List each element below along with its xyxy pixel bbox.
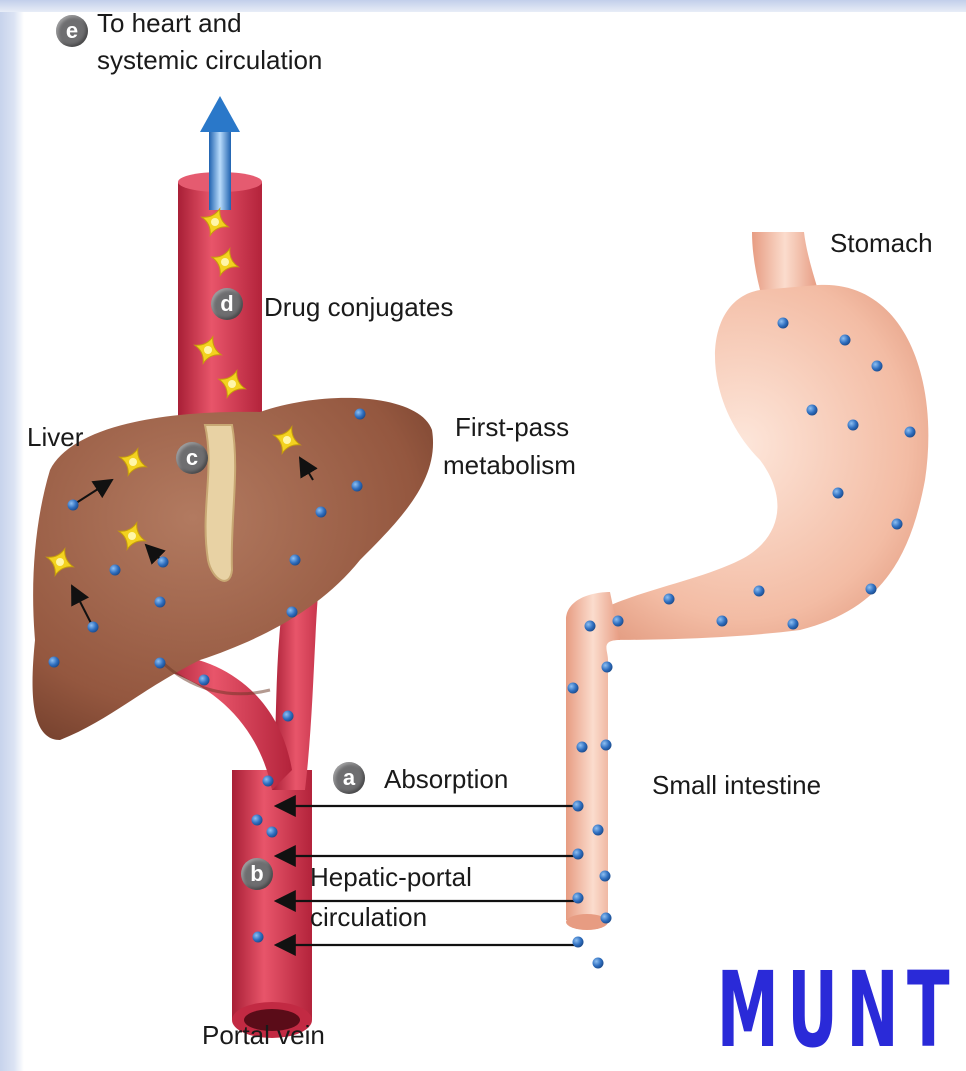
drug-particle bbox=[283, 711, 294, 722]
label-circulation: circulation bbox=[310, 900, 427, 934]
label-hepatic-portal: Hepatic-portal bbox=[310, 860, 472, 894]
drug-particle bbox=[68, 500, 79, 511]
stomach bbox=[566, 232, 928, 930]
drug-particle bbox=[252, 815, 263, 826]
badge-c: c bbox=[176, 442, 208, 474]
drug-particle bbox=[593, 958, 604, 969]
label-first-pass: First-pass bbox=[455, 410, 569, 444]
label-liver: Liver bbox=[27, 420, 83, 454]
label-systemic-circulation: systemic circulation bbox=[97, 43, 322, 77]
drug-particle bbox=[568, 683, 579, 694]
drug-particle bbox=[355, 409, 366, 420]
drug-particle bbox=[573, 893, 584, 904]
drug-particle bbox=[158, 557, 169, 568]
drug-particle bbox=[807, 405, 818, 416]
drug-particle bbox=[88, 622, 99, 633]
drug-particle bbox=[573, 937, 584, 948]
drug-particle bbox=[778, 318, 789, 329]
badge-e: e bbox=[56, 15, 88, 47]
drug-particle bbox=[613, 616, 624, 627]
label-metabolism: metabolism bbox=[443, 448, 576, 482]
badge-b: b bbox=[241, 858, 273, 890]
drug-particle bbox=[664, 594, 675, 605]
label-absorption: Absorption bbox=[384, 762, 508, 796]
drug-particle bbox=[905, 427, 916, 438]
drug-particle bbox=[840, 335, 851, 346]
drug-particle bbox=[754, 586, 765, 597]
drug-particle bbox=[155, 597, 166, 608]
drug-particle bbox=[833, 488, 844, 499]
drug-particle bbox=[593, 825, 604, 836]
drug-particle bbox=[601, 913, 612, 924]
label-portal-vein: Portal vein bbox=[202, 1018, 325, 1052]
drug-particle bbox=[290, 555, 301, 566]
label-small-intestine: Small intestine bbox=[652, 768, 821, 802]
drug-particle bbox=[848, 420, 859, 431]
drug-particle bbox=[352, 481, 363, 492]
drug-particle bbox=[600, 871, 611, 882]
drug-particle bbox=[866, 584, 877, 595]
label-to-heart: To heart and bbox=[97, 6, 242, 40]
drug-particle bbox=[316, 507, 327, 518]
drug-particle bbox=[49, 657, 60, 668]
badge-d: d bbox=[211, 288, 243, 320]
drug-particle bbox=[788, 619, 799, 630]
label-drug-conjugates: Drug conjugates bbox=[264, 290, 453, 324]
drug-particle bbox=[602, 662, 613, 673]
drug-particle bbox=[601, 740, 612, 751]
drug-particle bbox=[573, 849, 584, 860]
drug-particle bbox=[892, 519, 903, 530]
drug-particle bbox=[263, 776, 274, 787]
label-stomach: Stomach bbox=[830, 226, 933, 260]
drug-particle bbox=[872, 361, 883, 372]
badge-a: a bbox=[333, 762, 365, 794]
drug-particle bbox=[585, 621, 596, 632]
drug-particle bbox=[577, 742, 588, 753]
drug-particle bbox=[199, 675, 210, 686]
drug-particle bbox=[573, 801, 584, 812]
logo-watermark: MUNT bbox=[717, 958, 958, 1062]
drug-particle bbox=[287, 607, 298, 618]
drug-particle bbox=[717, 616, 728, 627]
drug-particle bbox=[155, 658, 166, 669]
drug-particle bbox=[267, 827, 278, 838]
drug-particle bbox=[110, 565, 121, 576]
drug-particle bbox=[253, 932, 264, 943]
